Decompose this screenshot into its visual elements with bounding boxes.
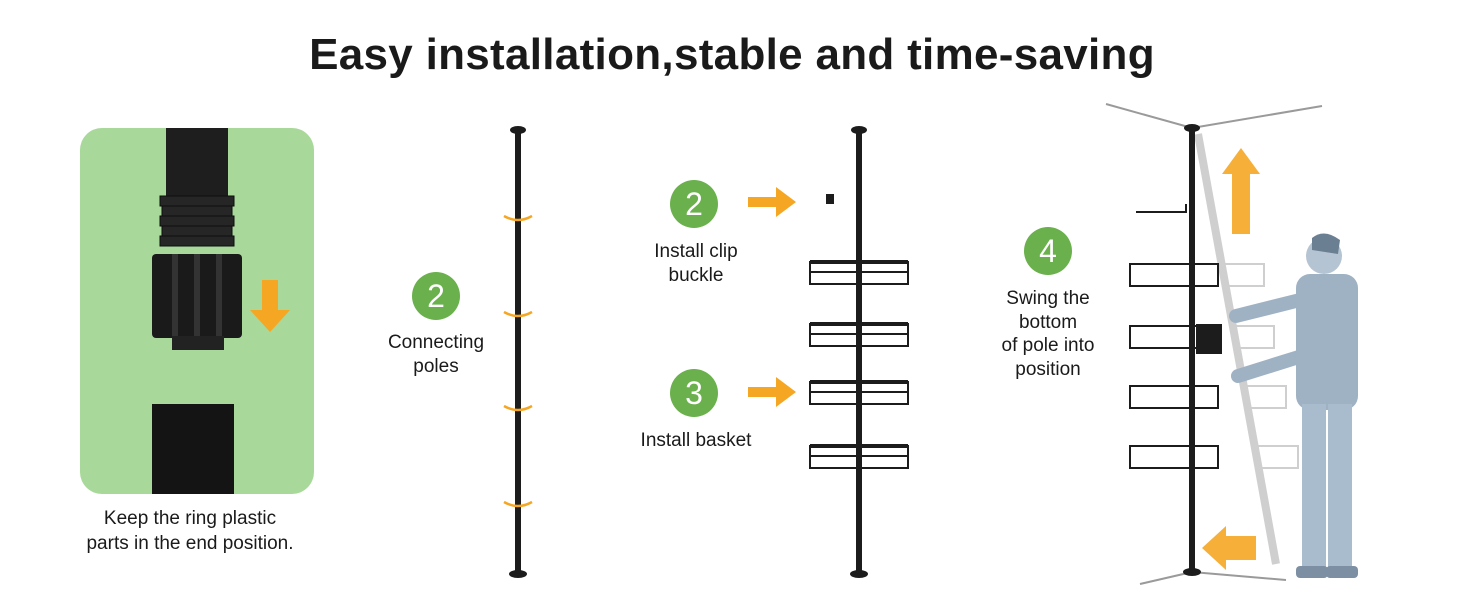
orange-arrow-icon	[748, 377, 796, 407]
caddy-with-baskets-illustration	[809, 126, 909, 578]
page-title: Easy installation,stable and time-saving	[309, 30, 1155, 79]
pole-illustration	[503, 126, 533, 578]
ring-caption-line2: parts in the end position.	[86, 533, 294, 554]
swing-label-line1: Swing the	[1006, 288, 1090, 309]
install-clip-line2: buckle	[668, 265, 724, 286]
connecting-poles-line2: poles	[413, 356, 459, 377]
ring-caption-line1: Keep the ring plastic	[103, 508, 277, 529]
step-badge-2-poles: 2	[412, 272, 460, 320]
swing-label-line2: bottom	[1018, 312, 1078, 333]
step-badge-2-clip: 2	[670, 180, 718, 228]
left-arrow-icon	[1202, 526, 1256, 570]
ring-closeup-illustration	[152, 128, 290, 494]
ring-closeup-panel	[80, 128, 314, 494]
up-arrow-icon	[1222, 148, 1260, 234]
connecting-poles-line1: Connecting	[387, 332, 485, 353]
swing-label-line3: of pole into	[1001, 335, 1095, 356]
install-basket-label: Install basket	[640, 430, 752, 451]
install-clip-line1: Install clip	[654, 241, 738, 262]
swing-label-line4: position	[1015, 359, 1081, 380]
orange-arrow-icon	[748, 187, 796, 217]
swing-pole-illustration	[1105, 103, 1358, 585]
down-arrow-icon	[250, 280, 290, 332]
step-badge-3: 3	[670, 369, 718, 417]
rotation-arrow-icon	[503, 214, 533, 508]
step-badge-4: 4	[1024, 227, 1072, 275]
person-illustration	[1229, 233, 1358, 578]
